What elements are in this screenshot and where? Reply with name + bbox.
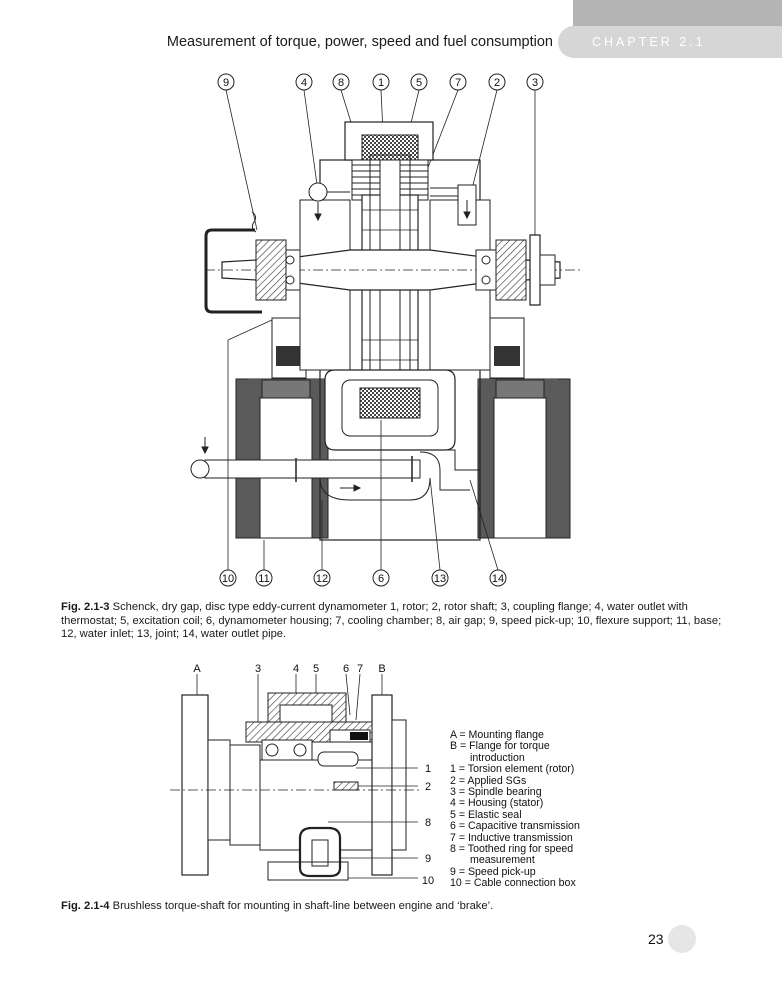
svg-text:4: 4 xyxy=(301,77,307,89)
figure-caption-2-1-3: Fig. 2.1-3 Schenck, dry gap, disc type e… xyxy=(61,601,726,642)
svg-text:1: 1 xyxy=(378,77,384,89)
legend-item: 5 = Elastic seal xyxy=(450,808,522,821)
caption-label: Fig. 2.1-3 xyxy=(61,601,110,613)
callout-9: 9 xyxy=(217,73,235,91)
spindle-bearing xyxy=(261,739,313,761)
figure-caption-2-1-4: Fig. 2.1-4 Brushless torque-shaft for mo… xyxy=(61,900,726,914)
svg-text:10: 10 xyxy=(222,573,234,585)
svg-text:5: 5 xyxy=(416,77,422,89)
water-inlet xyxy=(204,459,421,479)
label-7: 7 xyxy=(357,663,363,675)
label-B: B xyxy=(378,663,385,675)
mounting-flange xyxy=(181,694,209,876)
callout-6: 6 xyxy=(372,569,390,587)
excitation-coil-top xyxy=(361,134,419,162)
caption-label: Fig. 2.1-4 xyxy=(61,900,110,912)
chapter-label: CHAPTER 2.1 xyxy=(592,35,706,49)
callout-1: 1 xyxy=(372,73,390,91)
legend-item: 4 = Housing (stator) xyxy=(450,797,544,810)
callout-13: 13 xyxy=(431,569,449,587)
svg-text:6: 6 xyxy=(378,573,384,585)
label-4: 4 xyxy=(293,663,299,675)
legend-item: measurement xyxy=(470,854,535,867)
page-number-circle xyxy=(668,925,696,953)
excitation-coil-bottom xyxy=(359,387,421,419)
leader-lines-bottom xyxy=(227,319,499,571)
label-A: A xyxy=(193,663,201,675)
label-10: 10 xyxy=(422,875,434,887)
label-6: 6 xyxy=(343,663,349,675)
callout-14: 14 xyxy=(489,569,507,587)
legend-item: introduction xyxy=(470,751,525,764)
bearings xyxy=(255,239,527,301)
label-8: 8 xyxy=(425,817,431,829)
legend-item: 9 = Speed pick-up xyxy=(450,865,536,878)
cooling-chamber-top-left xyxy=(351,159,383,201)
svg-text:2: 2 xyxy=(494,77,500,89)
callout-10: 10 xyxy=(219,569,237,587)
legend-item: B = Flange for torque xyxy=(450,740,550,753)
legend-item: 7 = Inductive transmission xyxy=(450,831,573,844)
callout-2: 2 xyxy=(488,73,506,91)
applied-sgs xyxy=(333,781,359,791)
svg-text:13: 13 xyxy=(434,573,446,585)
legend-item: 2 = Applied SGs xyxy=(450,774,527,787)
legend-item: 6 = Capacitive transmission xyxy=(450,820,580,833)
legend-item: 1 = Torsion element (rotor) xyxy=(450,763,575,776)
svg-text:8: 8 xyxy=(338,77,344,89)
page-number: 23 xyxy=(648,931,664,947)
svg-text:14: 14 xyxy=(492,573,504,585)
svg-text:7: 7 xyxy=(455,77,461,89)
label-1: 1 xyxy=(425,763,431,775)
svg-text:12: 12 xyxy=(316,573,328,585)
callouts-bottom: 10 11 12 6 13 14 xyxy=(219,569,507,587)
svg-text:9: 9 xyxy=(223,77,229,89)
caption-text: Schenck, dry gap, disc type eddy-current… xyxy=(61,601,722,641)
water-outlet-pipe xyxy=(430,449,480,471)
callouts-top: 9 4 8 1 5 7 2 3 xyxy=(217,73,544,91)
callout-12: 12 xyxy=(313,569,331,587)
callout-7: 7 xyxy=(449,73,467,91)
svg-text:11: 11 xyxy=(258,573,269,585)
label-2: 2 xyxy=(425,781,431,793)
label-9: 9 xyxy=(425,853,431,865)
legend-item: 8 = Toothed ring for speed xyxy=(450,843,574,856)
caption-text: Brushless torque-shaft for mounting in s… xyxy=(112,900,494,912)
callout-5: 5 xyxy=(410,73,428,91)
running-title: Measurement of torque, power, speed and … xyxy=(166,34,553,50)
coupling-flange xyxy=(529,234,541,306)
figure-dynamometer: 9 4 8 1 5 7 2 3 10 11 12 6 13 14 xyxy=(190,73,580,587)
legend-item: 10 = Cable connection box xyxy=(450,877,576,890)
speed-pickup xyxy=(204,228,262,314)
flange-torque-introduction xyxy=(371,694,393,876)
water-outlet-thermostat xyxy=(308,182,328,202)
callout-11: 11 xyxy=(255,569,273,587)
cable-connection-box xyxy=(267,861,349,881)
svg-text:3: 3 xyxy=(532,77,538,89)
label-3: 3 xyxy=(255,663,261,675)
callout-8: 8 xyxy=(332,73,350,91)
callout-3: 3 xyxy=(526,73,544,91)
legend-item: 3 = Spindle bearing xyxy=(450,786,542,799)
torque-shaft-side-labels: 1 2 8 9 10 xyxy=(422,763,434,887)
callout-4: 4 xyxy=(295,73,313,91)
legend-item: A = Mounting flange xyxy=(450,729,544,741)
label-5: 5 xyxy=(313,663,319,675)
chapter-tab xyxy=(558,26,782,58)
